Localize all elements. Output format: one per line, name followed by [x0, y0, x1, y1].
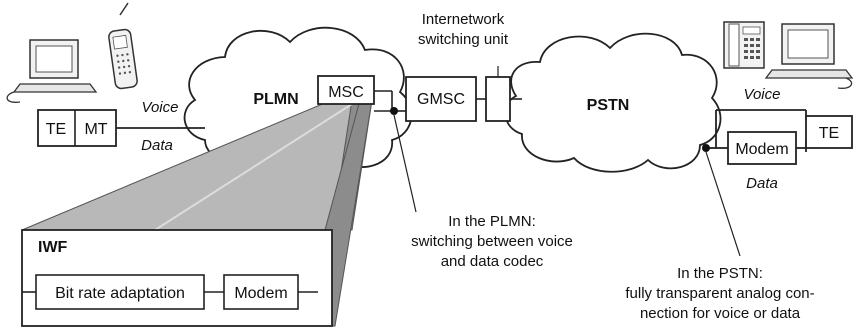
te-right-box — [805, 115, 853, 149]
isu-label-line2: switching unit — [418, 31, 509, 48]
te-right-label: TE — [819, 125, 839, 142]
computer-right-icon — [764, 23, 854, 89]
pstn-note-leader — [705, 151, 741, 257]
msc-label: MSC — [328, 84, 364, 101]
voice-left-label: Voice — [142, 99, 179, 116]
isu-box — [485, 76, 511, 122]
msc-box — [317, 75, 375, 105]
bit-rate-label: Bit rate adaptation — [55, 285, 185, 302]
iwf-modem-box — [223, 274, 299, 310]
isu-label-line1: Internetwork — [422, 11, 505, 28]
mobile-phone-icon — [108, 2, 138, 90]
gmsc-box — [405, 76, 477, 122]
voice-right-label: Voice — [744, 86, 781, 103]
mt-label: MT — [84, 121, 107, 138]
iwf-modem-label: Modem — [234, 285, 287, 302]
te-left-label: TE — [46, 121, 66, 138]
plmn-junction-dot — [390, 107, 398, 115]
pstn-cloud — [504, 32, 722, 173]
pstn-note-line3: nection for voice or data — [640, 305, 801, 322]
pstn-label: PSTN — [587, 97, 630, 114]
pstn-junction-dot — [702, 144, 710, 152]
pstn-note-line1: In the PSTN: — [677, 265, 763, 282]
gmsc-label: GMSC — [417, 91, 465, 108]
modem-right-label: Modem — [735, 141, 788, 158]
iwf-title: IWF — [38, 239, 68, 256]
desk-phone-icon — [723, 21, 765, 69]
plmn-note-line1: In the PLMN: — [448, 213, 536, 230]
te-mt-box — [37, 109, 117, 147]
computer-icon — [6, 39, 98, 103]
pstn-note-line2: fully transparent analog con- — [625, 285, 814, 302]
modem-right-box — [727, 131, 797, 165]
zoom-highlight — [154, 103, 353, 231]
plmn-label: PLMN — [253, 91, 298, 108]
plmn-note-line3: and data codec — [441, 253, 544, 270]
plmn-note-leader — [393, 114, 417, 213]
plmn-note-line2: switching between voice — [411, 233, 573, 250]
data-right-label: Data — [746, 175, 778, 192]
data-left-label: Data — [141, 137, 173, 154]
